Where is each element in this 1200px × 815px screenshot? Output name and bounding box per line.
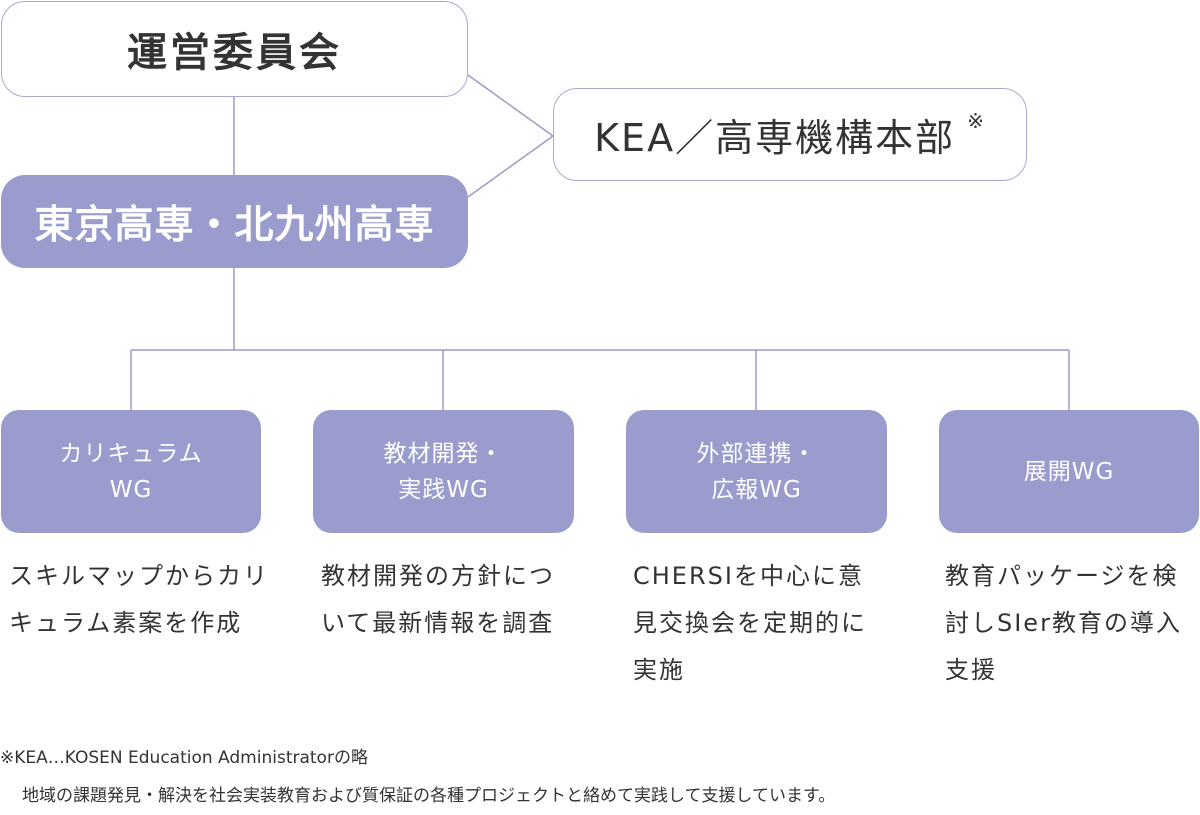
wg-description-outreach: CHERSIを中心に意 見交換会を定期的に 実施 bbox=[633, 562, 867, 684]
connector-hq-bracket bbox=[467, 74, 555, 198]
wg-box-materials: 教材開発・ 実践WG bbox=[313, 410, 574, 533]
wg-description-curriculum: スキルマップからカリ キュラム素案を作成 bbox=[9, 562, 269, 637]
kea-headquarters-label: KEA／高専機構本部 bbox=[594, 116, 956, 160]
footnote-definition: ※KEA…KOSEN Education Administratorの略 bbox=[0, 748, 368, 768]
kea-headquarters-box: KEA／高専機構本部 ※ bbox=[553, 88, 1027, 181]
wg-box-outreach: 外部連携・ 広報WG bbox=[626, 410, 887, 533]
wg-label-outreach: 外部連携・ 広報WG bbox=[696, 440, 817, 503]
wg-description-deployment: 教育パッケージを検 討しSIer教育の導入 支援 bbox=[945, 562, 1182, 684]
footnote-description: 地域の課題発見・解決を社会実装教育および質保証の各種プロジェクトと絡めて実践して… bbox=[22, 786, 836, 806]
wg-label-deployment: 展開WG bbox=[1023, 458, 1115, 485]
wg-description-materials: 教材開発の方針につ いて最新情報を調査 bbox=[321, 562, 555, 637]
wg-box-curriculum: カリキュラム WG bbox=[1, 410, 261, 533]
steering-committee-label: 運営委員会 bbox=[127, 30, 342, 76]
footnote: ※KEA…KOSEN Education Administratorの略 地域の… bbox=[0, 739, 1200, 815]
footnote-mark: ※ bbox=[967, 108, 986, 133]
wg-box-deployment: 展開WG bbox=[939, 410, 1199, 533]
wg-label-curriculum: カリキュラム WG bbox=[59, 440, 203, 503]
steering-committee-box: 運営委員会 bbox=[1, 1, 468, 97]
wg-label-materials: 教材開発・ 実践WG bbox=[383, 440, 504, 503]
lead-schools-box: 東京高専・北九州高専 bbox=[1, 175, 468, 268]
lead-schools-label: 東京高専・北九州高専 bbox=[34, 202, 435, 248]
